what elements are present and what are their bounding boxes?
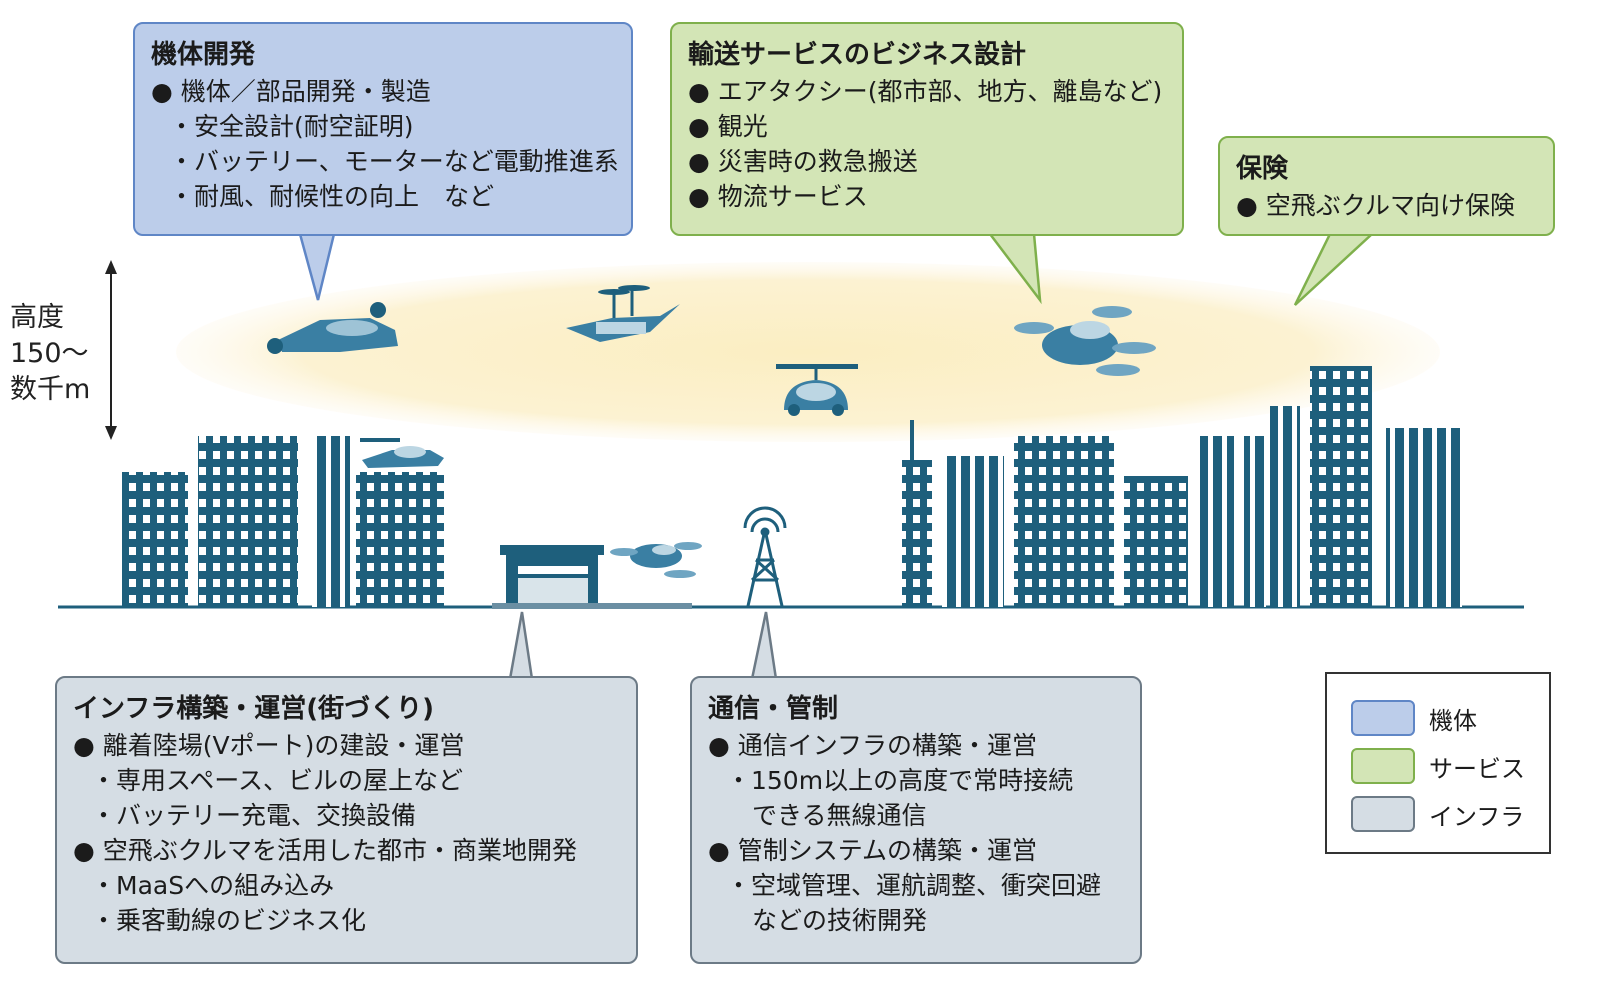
legend: 機体 サービス インフラ — [1325, 672, 1551, 854]
flying-car-2 — [566, 285, 680, 342]
infra-callout: インフラ構築・運営(街づくり) ● 離着陸場(Vポート)の建設・運営 ・専用スペ… — [55, 676, 638, 964]
building — [198, 436, 298, 607]
altitude-label: 高度 150〜 数千m — [10, 300, 90, 408]
legend-item-service: サービス — [1351, 742, 1549, 790]
legend-swatch — [1351, 748, 1415, 784]
callout-line: ・乗客動線のビジネス化 — [91, 906, 367, 935]
callout-line: ・空域管理、運航調整、衝突回避 — [726, 871, 1102, 900]
callout-title: 通信・管制 — [708, 694, 839, 724]
altitude-line-1: 高度 — [10, 302, 64, 333]
callout-line: ● 離着陸場(Vポート)の建設・運営 — [73, 731, 465, 760]
right-buildings — [902, 366, 1462, 607]
callout-line: できる無線通信 — [752, 801, 927, 830]
sky-band — [176, 262, 1440, 442]
legend-item-infra: インフラ — [1351, 790, 1549, 838]
altitude-arrow — [105, 260, 117, 440]
legend-swatch — [1351, 700, 1415, 736]
callout-line: ・MaaSへの組み込み — [91, 871, 335, 900]
building — [910, 420, 914, 460]
callout-line: ● 空飛ぶクルマを活用した都市・商業地開発 — [73, 836, 578, 865]
legend-label: インフラ — [1429, 802, 1525, 831]
callout-title: 機体開発 — [151, 40, 256, 70]
building — [1014, 436, 1114, 607]
comm-pointer — [750, 611, 778, 681]
building — [1200, 436, 1234, 607]
building — [356, 472, 444, 607]
flying-car-vport — [610, 542, 702, 578]
flying-car-1 — [267, 302, 398, 354]
insurance-pointer — [1293, 232, 1376, 306]
comm-callout: 通信・管制 ● 通信インフラの構築・運営 ・150m以上の高度で常時接続 できる… — [690, 676, 1142, 964]
insurance-callout: 保険 ● 空飛ぶクルマ向け保険 — [1218, 136, 1555, 236]
transport-callout: 輸送サービスのビジネス設計 ● エアタクシー(都市部、地方、離島など) ● 観光… — [670, 22, 1184, 236]
callout-line: ・耐風、耐候性の向上 など — [169, 182, 495, 211]
callout-line: ・バッテリー充電、交換設備 — [91, 801, 417, 830]
building — [1244, 436, 1266, 607]
callout-title: 保険 — [1236, 154, 1289, 184]
callout-line: ・安全設計(耐空証明) — [169, 112, 414, 141]
callout-line: ・バッテリー、モーターなど電動推進系 — [169, 147, 619, 176]
building — [122, 472, 188, 607]
callout-line: ・150m以上の高度で常時接続 — [726, 766, 1074, 795]
flying-car-rooftop — [360, 438, 444, 468]
legend-label: 機体 — [1429, 706, 1477, 735]
flying-car-4 — [1014, 306, 1156, 376]
callout-title: 輸送サービスのビジネス設計 — [688, 40, 1027, 70]
callout-line: ● 災害時の救急搬送 — [688, 147, 918, 176]
radio-tower — [743, 506, 787, 607]
callout-line: ● 観光 — [688, 112, 768, 141]
callout-line: ・専用スペース、ビルの屋上など — [91, 766, 464, 795]
callout-line: ● 物流サービス — [688, 182, 868, 211]
building — [1386, 428, 1462, 607]
callout-line: ● 管制システムの構築・運営 — [708, 836, 1038, 865]
legend-swatch — [1351, 796, 1415, 832]
altitude-line-3: 数千m — [10, 374, 91, 405]
left-buildings — [122, 436, 444, 607]
callout-title: インフラ構築・運営(街づくり) — [73, 694, 434, 724]
airframe-callout: 機体開発 ● 機体／部品開発・製造 ・安全設計(耐空証明) ・バッテリー、モータ… — [133, 22, 633, 236]
callout-line: ● 空飛ぶクルマ向け保険 — [1236, 191, 1516, 220]
building — [312, 436, 350, 607]
building — [1310, 366, 1372, 607]
altitude-line-2: 150〜 — [10, 338, 89, 369]
vport-hangar — [492, 545, 692, 609]
legend-label: サービス — [1429, 754, 1525, 783]
building — [1124, 476, 1188, 607]
callout-line: などの技術開発 — [752, 906, 928, 935]
callout-line: ● 機体／部品開発・製造 — [151, 77, 431, 106]
building — [942, 456, 1004, 607]
flying-car-3 — [776, 364, 858, 416]
airframe-pointer — [298, 232, 336, 301]
building — [902, 460, 932, 607]
infra-pointer — [508, 611, 534, 681]
callout-line: ● エアタクシー(都市部、地方、離島など) — [688, 77, 1163, 106]
building — [1270, 406, 1300, 607]
legend-item-airframe: 機体 — [1351, 694, 1549, 742]
callout-line: ● 通信インフラの構築・運営 — [708, 731, 1038, 760]
